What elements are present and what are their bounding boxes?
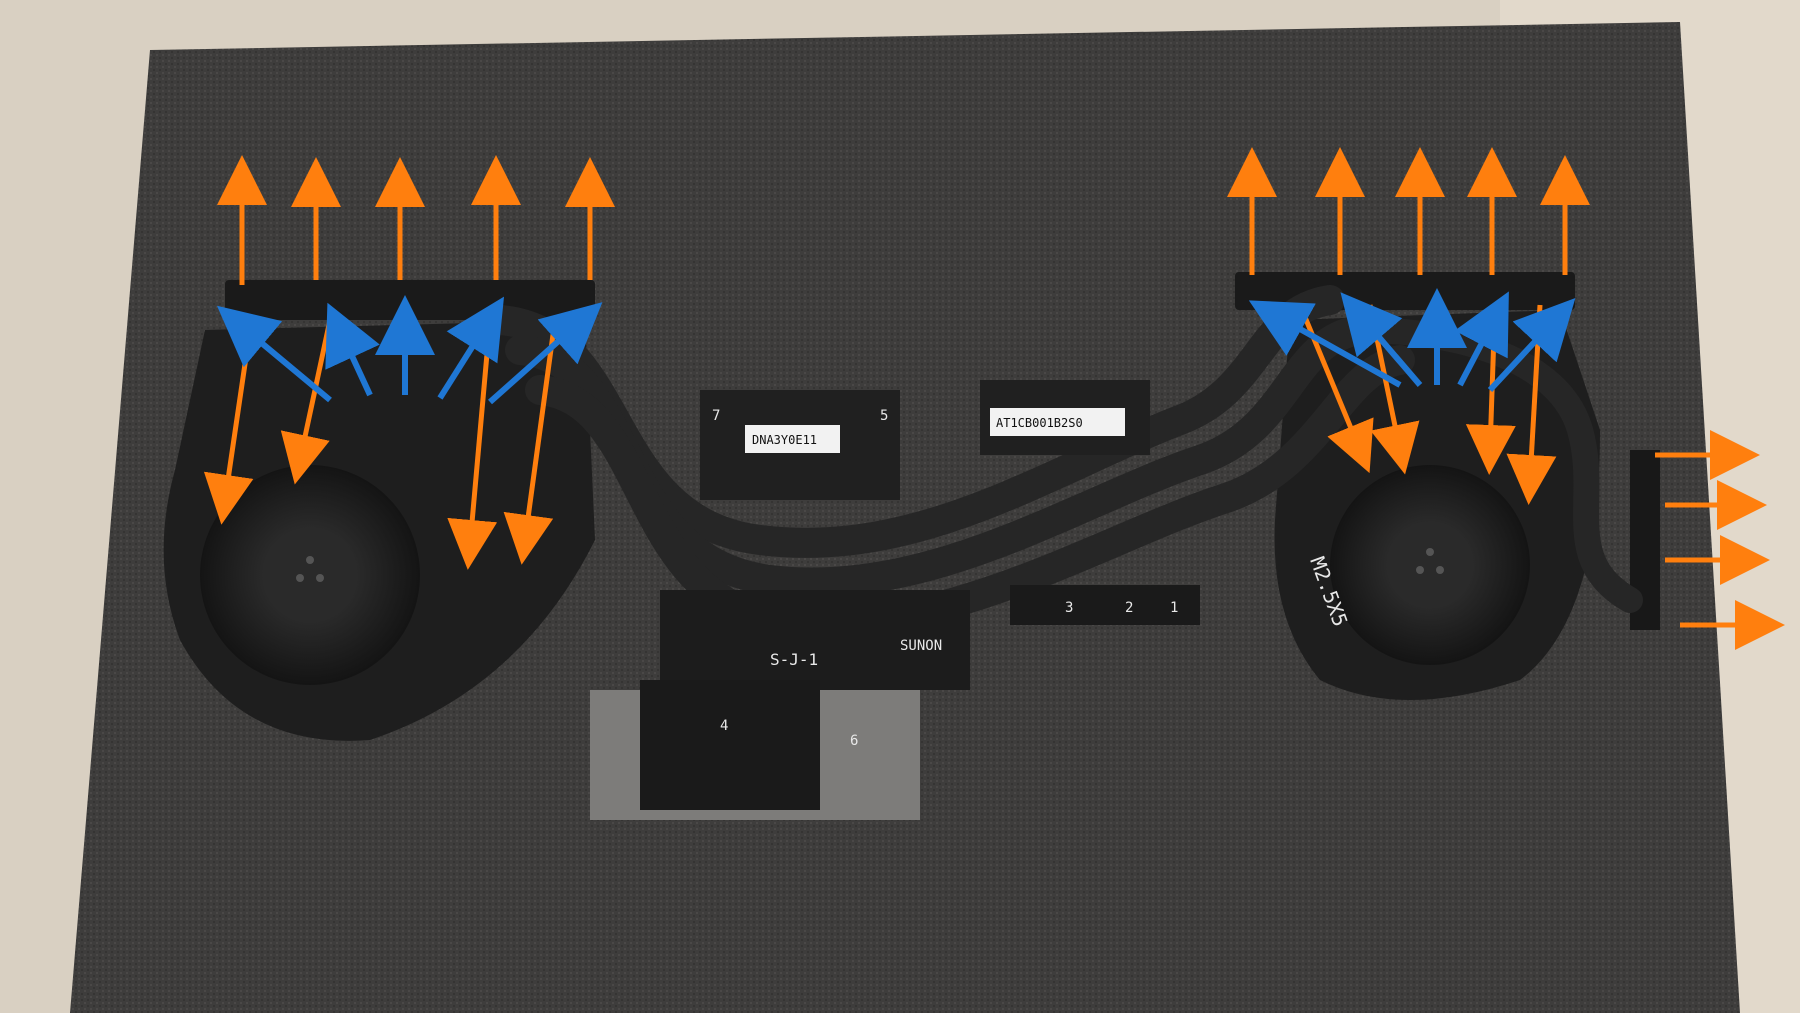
center-mounts: DNA3Y0E11 7 5 AT1CB001B2S0 S-J-1 SUNON 4…: [590, 380, 1200, 820]
right-sticker-text: AT1CB001B2S0: [996, 416, 1083, 430]
left-fan-hub: [262, 527, 358, 623]
pad-3-label: 3: [1065, 600, 1073, 616]
pad-1-label: 1: [1170, 600, 1178, 616]
vrm-bar: [1010, 585, 1200, 625]
code-label: S-J-1: [770, 650, 818, 669]
fan-brand-label: SUNON: [900, 638, 942, 654]
exhaust-arrows-side: [1655, 430, 1785, 650]
left-sticker: [745, 425, 840, 453]
pad-4-label: 4: [720, 718, 728, 734]
left-sticker-text: DNA3Y0E11: [752, 433, 817, 447]
right-fan-hub: [1386, 521, 1474, 609]
lower-gpu-plate: [660, 590, 970, 690]
gpu-bracket: [640, 680, 820, 810]
pad-5-label: 5: [880, 408, 888, 424]
left-fan-assembly: [163, 280, 596, 741]
intake-arrows-right: [1248, 288, 1576, 393]
pad-7-label: 7: [712, 408, 720, 424]
pad-6-label: 6: [850, 733, 858, 749]
pad-2-label: 2: [1125, 600, 1133, 616]
right-sticker: [990, 408, 1125, 436]
intake-arrows-left: [216, 295, 603, 405]
